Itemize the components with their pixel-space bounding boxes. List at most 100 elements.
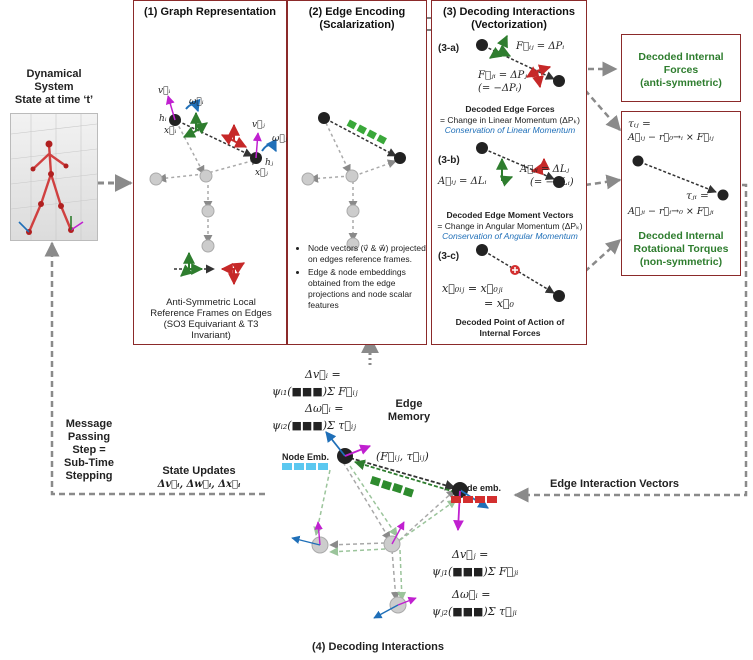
panel2-note-2: Edge & node embeddings obtained from the… [308, 267, 434, 311]
label-v-j: v⃗ⱼ [252, 120, 265, 130]
panel3-title-line2: (Vectorization) [471, 19, 547, 31]
internal-forces-text: Decoded Internal Forces (anti-symmetric) [622, 51, 740, 90]
label-x-i: x⃗ᵢ [164, 126, 177, 136]
tau-ij-eq: A⃗ᵢⱼ − r⃗₀→ᵢ × F⃗ᵢⱼ [628, 132, 714, 143]
tau-ij-label: τᵢⱼ = [628, 118, 651, 130]
panel1-caption-line3: (SO3 Equivariant & T3 [163, 319, 259, 330]
graph-drawing [149, 95, 277, 286]
internal-torques-box: τᵢⱼ = A⃗ᵢⱼ − r⃗₀→ᵢ × F⃗ᵢⱼ τⱼᵢ = A⃗ⱼᵢ − r… [621, 111, 741, 276]
caption-3c-line1: Decoded Point of Action of [455, 317, 565, 327]
tag-3a: (3-a) [438, 43, 460, 54]
caption-3a-line3: Conservation of Linear Momentum [444, 125, 576, 135]
torques-line2: Rotational Torques [633, 243, 729, 255]
panel1-caption-line2: Reference Frames on Edges [150, 308, 272, 319]
torques-line3: (non-symmetric) [639, 256, 723, 268]
forces-to-torques-arrow [584, 89, 621, 132]
humanoid-figure-icon [11, 114, 97, 240]
state-updates-line2: Δv⃗ᵢ, Δw⃗ᵢ, Δx⃗ᵢ [157, 479, 241, 490]
node-emb-left-label: Node Emb. [282, 452, 330, 462]
moment-ij-eq: A⃗ᵢⱼ = ΔLᵢ [438, 176, 487, 187]
point-eq-1: x⃗₀ᵢⱼ = x⃗₀ⱼᵢ [442, 282, 503, 295]
mp-line4: Sub-Time [64, 457, 114, 469]
tag-3b: (3-b) [438, 155, 460, 166]
label-h-i: hᵢ [159, 114, 167, 124]
tag-3c: (3-c) [438, 251, 460, 262]
internal-forces-box: Decoded Internal Forces (anti-symmetric) [621, 34, 741, 102]
edge-interaction-label: Edge Interaction Vectors [550, 478, 679, 490]
state-title-line1: Dynamical [26, 68, 82, 80]
edge-encoding-drawing [301, 112, 406, 251]
edge-interaction-arrow [513, 183, 748, 503]
edge-memory-line2: Memory [387, 411, 431, 423]
caption-3a: Decoded Edge Forces = Change in Linear M… [434, 104, 586, 136]
panel1-caption-line4: Invariant) [191, 330, 231, 341]
state-title-line2: System [34, 81, 74, 93]
mp-line2: Passing [67, 431, 111, 443]
delta-w-i-eq: ψᵢ₂(■■■)Σ τ⃗ᵢⱼ [272, 419, 357, 432]
panel2-note-1: Node vectors (v⃗ & w⃗) projected on edge… [308, 243, 434, 265]
node-emb-right-label: Node emb. [455, 483, 502, 493]
message-passing-label: Message Passing Step = Sub-Time Stepping [56, 418, 122, 483]
decoding-drawing [476, 34, 565, 302]
state-title-line3: State at time ‘t’ [14, 94, 94, 106]
delta-v-i-label: Δv⃗ᵢ = [305, 368, 341, 381]
panel3-title-line1: (3) Decoding Interactions [442, 6, 576, 18]
moment-ji-eq: A⃗ⱼᵢ = ΔLⱼ [520, 164, 570, 175]
delta-v-j-eq: ψⱼ₁(■■■)Σ F⃗ⱼᵢ [432, 565, 519, 578]
label-omega-j: ω⃗ⱼ [272, 134, 288, 144]
label-omega-i: ω⃗ᵢ [189, 97, 204, 107]
forces-line1: Decoded Internal [638, 51, 724, 63]
panel-graph-representation: (1) Graph Representation [133, 0, 287, 345]
force-ji-neg-eq: (= −ΔPᵢ) [478, 83, 522, 94]
panel3-title: (3) Decoding Interactions (Vectorization… [432, 6, 586, 32]
force-ij-eq: F⃗ᵢⱼ = ΔPᵢ [516, 41, 565, 52]
delta-v-j-label: Δv⃗ⱼ = [452, 548, 489, 561]
panel2-title-line1: (2) Edge Encoding [308, 6, 406, 18]
mp-line3: Step = [72, 444, 106, 456]
state-updates-arrow [44, 241, 265, 496]
mp-line5: Stepping [65, 470, 113, 482]
caption-3c: Decoded Point of Action of Internal Forc… [434, 317, 586, 338]
delta-w-i-label: Δω⃗ᵢ = [305, 402, 344, 415]
moment-ji-neg-eq: (= −ΔLᵢ) [530, 177, 574, 188]
caption-3b-line1: Decoded Edge Moment Vectors [446, 210, 574, 220]
panel1-caption-line1: Anti-Symmetric Local [166, 297, 256, 308]
label-v-i: v⃗ᵢ [158, 86, 171, 96]
edge-memory-line1: Edge [395, 398, 423, 410]
panel2-title: (2) Edge Encoding (Scalarization) [288, 6, 426, 32]
edge-pair-label: (F⃗ᵢⱼ, τ⃗ᵢⱼ) [376, 450, 429, 463]
panel-decoding-interactions: (3) Decoding Interactions (Vectorization… [431, 0, 587, 345]
point-eq-2: = x⃗₀ [484, 297, 514, 310]
label-h-j: hⱼ [265, 158, 274, 168]
state-snapshot-image [10, 113, 98, 241]
caption-3b-line2: = Change in Angular Momentum (ΔPₖ) [437, 220, 583, 231]
panel-edge-encoding: (2) Edge Encoding (Scalarization) Node v… [287, 0, 427, 345]
caption-3a-line2: = Change in Linear Momentum (ΔPₖ) [440, 114, 580, 125]
caption-3c-line2: Internal Forces [479, 327, 541, 338]
tau-ji-eq: A⃗ⱼᵢ − r⃗ᵢ→₀ × F⃗ⱼᵢ [628, 206, 714, 217]
torques-drawing [632, 155, 729, 201]
panel1-title: (1) Graph Representation [143, 6, 277, 18]
state-updates-label: State Updates Δv⃗ᵢ, Δw⃗ᵢ, Δx⃗ᵢ [140, 464, 258, 492]
panel2-notes: Node vectors (v⃗ & w⃗) projected on edge… [296, 243, 434, 313]
mp-line1: Message [65, 418, 113, 430]
caption-3a-line1: Decoded Edge Forces [465, 104, 555, 114]
state-title: Dynamical System State at time ‘t’ [6, 68, 102, 107]
edge-memory-label: Edge Memory [384, 398, 434, 424]
caption-3b-line3: Conservation of Angular Momentum [442, 231, 578, 241]
forces-line2: Forces [663, 64, 699, 76]
forces-line3: (anti-symmetric) [640, 77, 722, 89]
state-updates-line1: State Updates [162, 465, 236, 477]
caption-3b: Decoded Edge Moment Vectors = Change in … [434, 210, 586, 242]
panel2-title-line2: (Scalarization) [319, 19, 395, 31]
torques-text: Decoded Internal Rotational Torques (non… [622, 230, 740, 269]
moments-to-torques-arrow [584, 174, 622, 190]
delta-w-j-eq: ψⱼ₂(■■■)Σ τ⃗ⱼᵢ [432, 605, 517, 618]
torques-line1: Decoded Internal [638, 230, 724, 242]
panel1-caption: Anti-Symmetric Local Reference Frames on… [140, 297, 282, 341]
force-ji-eq: F⃗ⱼᵢ = ΔPⱼ [478, 70, 527, 81]
decoding-interactions-title: (4) Decoding Interactions [312, 641, 445, 653]
tau-ji-label: τⱼᵢ = [686, 190, 709, 202]
delta-w-j-label: Δω⃗ᵢ = [452, 588, 491, 601]
